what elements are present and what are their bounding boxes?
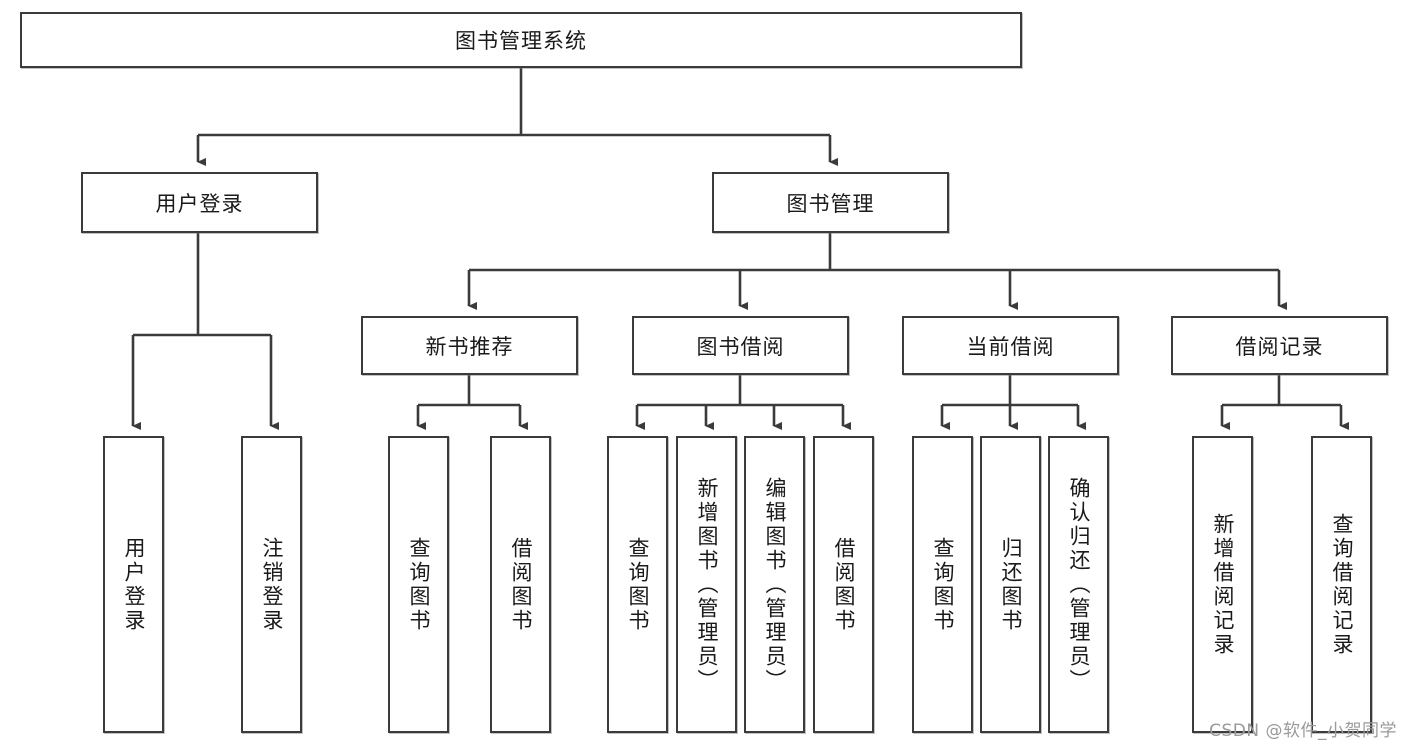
node-label: 用户登录: [122, 536, 146, 633]
node-label: 图书管理系统: [455, 29, 587, 53]
watermark: CSDN @软件_小贺同学: [1209, 721, 1397, 741]
node-label: 查询图书: [931, 536, 955, 633]
leaf-record-query-record[interactable]: 查询借阅记录: [1311, 436, 1372, 733]
node-label: 查询图书: [626, 536, 650, 633]
node-label: 编辑图书（管理员）: [763, 476, 787, 693]
node-user-login[interactable]: 用户登录: [81, 172, 318, 233]
node-label: 新增借阅记录: [1211, 512, 1235, 657]
leaf-borrow-borrow-book[interactable]: 借阅图书: [813, 436, 874, 733]
node-label: 当前借阅: [966, 334, 1055, 359]
leaf-borrow-query-book[interactable]: 查询图书: [607, 436, 668, 733]
leaf-user-login-logout[interactable]: 注销登录: [241, 436, 302, 733]
leaf-current-return-book[interactable]: 归还图书: [980, 436, 1041, 733]
node-label: 注销登录: [260, 536, 284, 633]
leaf-recommend-query-book[interactable]: 查询图书: [388, 436, 449, 733]
leaf-current-query-book[interactable]: 查询图书: [912, 436, 973, 733]
node-label: 新书推荐: [425, 334, 514, 359]
node-label: 确认归还（管理员）: [1067, 476, 1091, 693]
node-book-borrow[interactable]: 图书借阅: [632, 316, 849, 375]
node-label: 图书管理: [786, 191, 875, 216]
node-label: 归还图书: [999, 536, 1023, 633]
node-label: 查询图书: [407, 536, 431, 633]
node-current-borrow[interactable]: 当前借阅: [902, 316, 1119, 375]
node-borrow-record[interactable]: 借阅记录: [1171, 316, 1388, 375]
node-label: 借阅记录: [1235, 334, 1324, 359]
leaf-current-confirm-return[interactable]: 确认归还（管理员）: [1048, 436, 1109, 733]
leaf-recommend-borrow-book[interactable]: 借阅图书: [490, 436, 551, 733]
node-label: 借阅图书: [509, 536, 533, 633]
node-label: 图书借阅: [696, 334, 785, 359]
node-label: 用户登录: [155, 191, 244, 216]
node-book-management[interactable]: 图书管理: [712, 172, 949, 233]
leaf-record-add-record[interactable]: 新增借阅记录: [1192, 436, 1253, 733]
leaf-borrow-add-book[interactable]: 新增图书（管理员）: [676, 436, 737, 733]
node-root-system[interactable]: 图书管理系统: [20, 12, 1022, 68]
node-label: 查询借阅记录: [1330, 512, 1354, 657]
node-label: 新增图书（管理员）: [695, 476, 719, 693]
leaf-user-login-login[interactable]: 用户登录: [103, 436, 164, 733]
node-label: 借阅图书: [832, 536, 856, 633]
leaf-borrow-edit-book[interactable]: 编辑图书（管理员）: [744, 436, 805, 733]
node-new-book-recommend[interactable]: 新书推荐: [361, 316, 578, 375]
